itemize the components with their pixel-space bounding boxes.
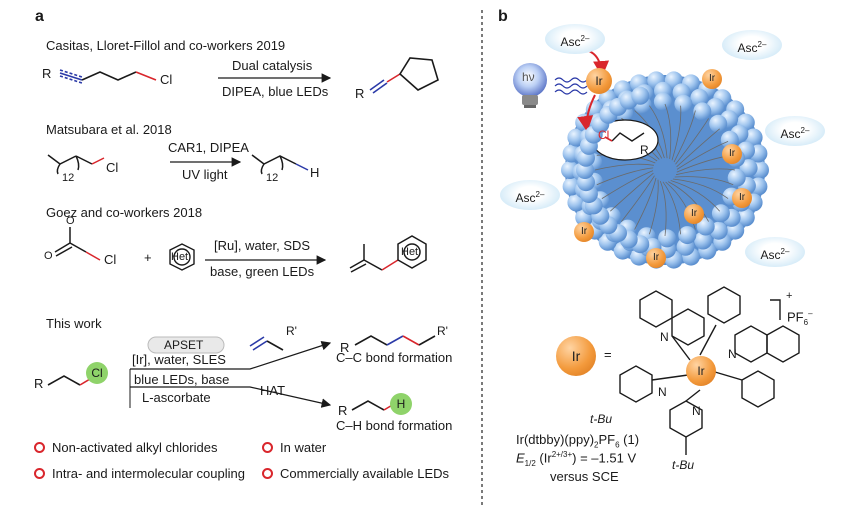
ref3-plus: + [144,250,152,265]
ref2-product [252,155,308,174]
light-wave [555,78,587,82]
substrate-r: R [34,376,43,391]
substrate-cl-badge: Cl [86,362,108,384]
ir-legend-sphere: Ir [556,336,596,376]
surfactant-head [693,102,711,120]
bullet-icon [34,442,45,453]
bullet-icon [34,468,45,479]
surfactant-head [631,87,649,105]
ref3-het1: Het [171,251,188,263]
n-atom-3: N [658,385,667,399]
ir-bound-5: Ir [574,222,594,242]
feature-4: Commercially available LEDs [262,466,449,481]
cc-product-rprime: R' [437,324,448,338]
ref3-conditions-top: [Ru], water, SDS [214,238,310,253]
ref3-conditions-bottom: base, green LEDs [210,264,314,279]
condition-line-2: blue LEDs, base [134,372,229,387]
ir-photocatalyst: Ir [586,68,612,94]
counterion: PF6– [787,309,813,327]
asc-bubble-2: Asc2– [722,30,782,60]
ref2-starting-material [48,155,104,174]
ref2-conditions-top: CAR1, DIPEA [168,140,249,155]
equals-sign: = [604,347,612,362]
ch-bond-label: C–H bond formation [336,418,452,433]
ref1-citation: Casitas, Lloret-Fillol and co-workers 20… [46,38,285,53]
ref3-o1: O [44,250,53,262]
ref3-het2: Het [401,246,418,258]
versus-sce: versus SCE [550,469,619,484]
tbu-1: t-Bu [590,412,612,426]
alkene-partner [250,337,283,350]
bullet-icon [262,468,273,479]
micelle-cl: Cl [598,128,609,142]
condition-line-1: [Ir], water, SLES [132,352,226,367]
ref2-h: H [310,165,319,180]
ref2-conditions-bottom: UV light [182,167,228,182]
ch-product [352,401,394,410]
feature-3: In water [262,440,326,455]
redox-potential: E1/2 (Ir2+/3+) = –1.51 V [516,450,636,468]
n-atom-4: N [692,404,701,418]
feature-1: Non-activated alkyl chlorides [34,440,217,455]
ir-bound-4: Ir [684,204,704,224]
asc-bubble-1: Asc2– [545,24,605,54]
ref2-n1: 12 [62,172,74,184]
ref1-r-start: R [42,66,51,81]
apset-label: APSET [164,338,203,352]
hat-label: HAT [260,383,285,398]
ch-product-h-badge: H [390,393,412,415]
bulb-label: hν [522,70,535,84]
surfactant-head [674,95,692,113]
ref2-citation: Matsubara et al. 2018 [46,122,172,137]
n-atom-1: N [660,330,669,344]
ref1-starting-material [60,70,156,83]
ir-bound-2: Ir [722,144,742,164]
ref1-conditions-top: Dual catalysis [232,58,312,73]
ref2-n2: 12 [266,172,278,184]
surfactant-head [728,169,746,187]
ref1-conditions-bottom: DIPEA, blue LEDs [222,84,328,99]
n-atom-2: N [728,347,737,361]
asc-bubble-3: Asc2– [765,116,825,146]
ir-bound-3: Ir [732,188,752,208]
panel-label-a: a [35,8,44,26]
ref2-cl: Cl [106,160,118,175]
asc-bubble-5: Asc2– [745,237,805,267]
ref1-product [370,58,438,93]
ch-product-r: R [338,403,347,418]
asc-bubble-4: Asc2– [500,180,560,210]
alkene-r: R' [286,324,297,338]
ir-center: Ir [686,356,716,386]
micelle-r: R [640,143,649,157]
surfactant-head [712,204,730,222]
ref3-chloroacetate [55,227,100,260]
panel-label-b: b [498,8,508,26]
cc-product [355,336,435,345]
ref1-r-product: R [355,86,364,101]
this-work-heading: This work [46,316,102,331]
ref3-cl: Cl [104,252,116,267]
charge-plus: + [786,290,792,302]
ir-bound-6: Ir [646,248,666,268]
this-work-substrate [48,376,90,385]
ir-bound-1: Ir [702,69,722,89]
ref3-o2: O [66,215,75,227]
surfactant-head [678,226,696,244]
cc-bond-label: C–C bond formation [336,350,452,365]
surfactant-head [654,93,672,111]
feature-2: Intra- and intermolecular coupling [34,466,245,481]
condition-line-3: L-ascorbate [142,390,211,405]
ref1-cl: Cl [160,72,172,87]
bullet-icon [262,442,273,453]
tbu-2: t-Bu [672,458,694,472]
complex-name: Ir(dtbby)(ppy)2PF6 (1) [516,432,639,450]
